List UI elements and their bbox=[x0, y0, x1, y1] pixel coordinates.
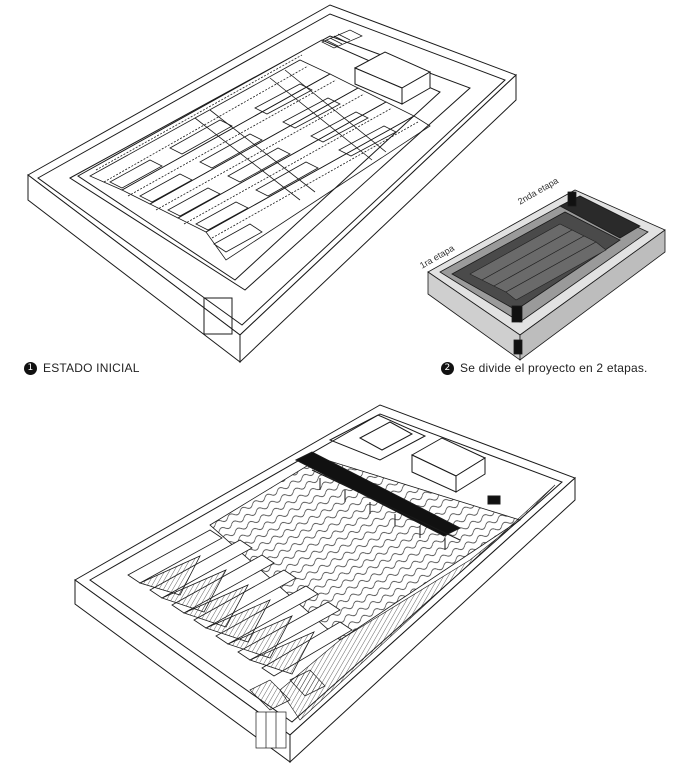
caption-number-badge: 1 bbox=[24, 361, 37, 375]
caption-initial-state: 1 ESTADO INICIAL bbox=[24, 361, 140, 375]
stairs-detail bbox=[321, 29, 363, 49]
project-box-right bbox=[289, 476, 576, 764]
project-drawing bbox=[74, 404, 576, 764]
tank-grid bbox=[89, 54, 431, 261]
site-box-right bbox=[239, 73, 517, 364]
caption-number-badge: 2 bbox=[441, 361, 454, 375]
pergola bbox=[294, 451, 462, 550]
stages-drawing bbox=[427, 189, 666, 361]
entrance-cutout bbox=[203, 297, 233, 335]
caption-text: Se divide el proyecto en 2 etapas. bbox=[460, 361, 648, 375]
deck-area bbox=[279, 484, 556, 721]
caption-text: ESTADO INICIAL bbox=[43, 361, 140, 375]
pool-platform bbox=[77, 39, 441, 281]
pool-lanes bbox=[127, 529, 353, 677]
caption-stages: 2 Se divide el proyecto en 2 etapas. bbox=[441, 361, 648, 375]
initial-state-drawing bbox=[27, 4, 517, 364]
entrance-stairs bbox=[249, 669, 326, 749]
